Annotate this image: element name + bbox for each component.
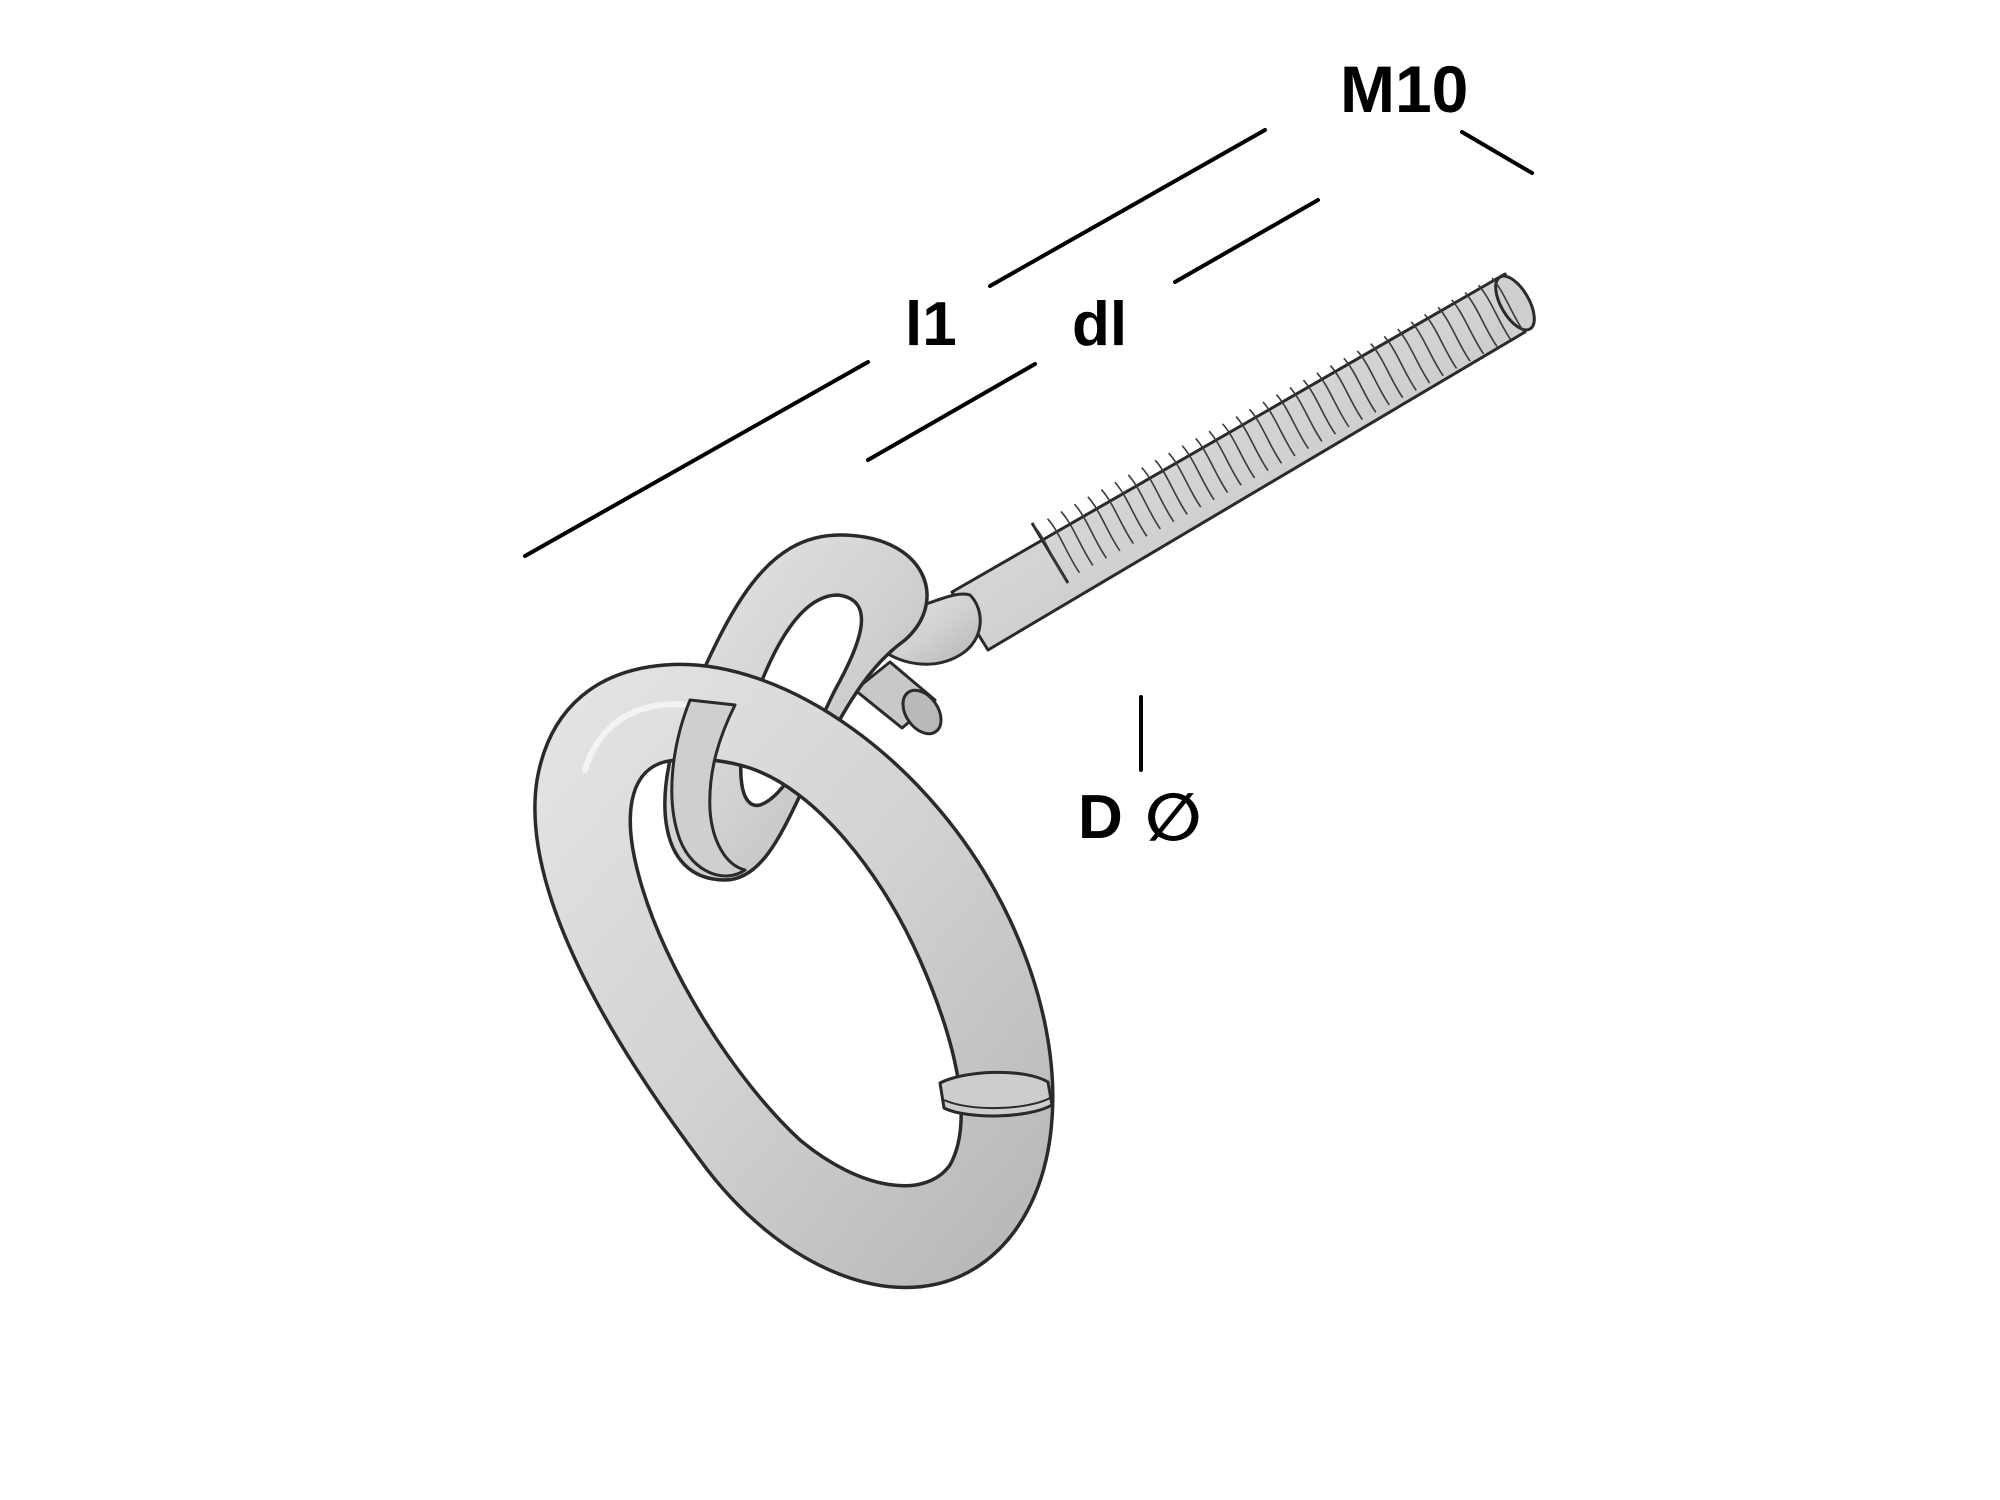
thread-ridge bbox=[1316, 372, 1350, 428]
thread-ridge bbox=[1127, 474, 1161, 530]
dimension-line-m10-leader bbox=[1460, 130, 1534, 175]
label-ring-diameter: D bbox=[1078, 783, 1123, 852]
eye-loop bbox=[663, 533, 929, 882]
thread-ridge bbox=[1060, 510, 1094, 566]
thread-ridge bbox=[1208, 430, 1242, 486]
thread-ridge bbox=[1370, 343, 1404, 399]
thread-ridge bbox=[1046, 518, 1081, 574]
thread-ridge bbox=[1302, 379, 1337, 435]
ring-highlight bbox=[582, 701, 693, 773]
eye-lug bbox=[853, 660, 943, 736]
thread-ridge bbox=[1262, 401, 1296, 457]
dimension-line-dl-left bbox=[866, 362, 1037, 462]
thread-ridge bbox=[1275, 394, 1310, 450]
thread-ridge bbox=[1477, 284, 1512, 340]
thread-ridge bbox=[1329, 364, 1364, 420]
thread-ridge bbox=[1222, 423, 1256, 479]
lug-end bbox=[901, 688, 943, 736]
thread-ridge bbox=[1195, 437, 1229, 493]
label-thread-size: M10 bbox=[1340, 52, 1468, 126]
thread-ridge bbox=[1464, 292, 1498, 348]
thread-ridge bbox=[1397, 328, 1431, 384]
thread-ridge bbox=[1383, 335, 1417, 391]
thread-ridges bbox=[1033, 277, 1525, 581]
diameter-symbol: ∅ bbox=[1145, 780, 1202, 854]
bolt-shank bbox=[950, 272, 1536, 652]
thread-ridge bbox=[1033, 525, 1067, 581]
thread-ridge bbox=[1087, 496, 1121, 552]
label-thread-length: dl bbox=[1072, 290, 1127, 359]
thread-ridge bbox=[1181, 445, 1215, 501]
dimension-line-l1-left bbox=[523, 360, 870, 558]
hanging-ring bbox=[533, 662, 1055, 1290]
shank-tip bbox=[1494, 274, 1536, 332]
dimension-line-l1-right bbox=[988, 128, 1267, 288]
thread-ridge bbox=[1356, 350, 1390, 406]
dimension-line-dl-right bbox=[1173, 198, 1320, 284]
ring-body bbox=[533, 662, 1055, 1290]
thread-ridge bbox=[1100, 488, 1135, 544]
thread-ridge bbox=[1154, 459, 1188, 515]
thread-ridge bbox=[1424, 313, 1458, 369]
thread-ridge bbox=[1437, 306, 1471, 362]
thread-ridge bbox=[1235, 416, 1269, 472]
thread-ridge bbox=[1410, 321, 1444, 377]
thread-ridge bbox=[1114, 481, 1148, 537]
eye-loop-front-segment bbox=[670, 698, 747, 878]
thread-ridge bbox=[1491, 277, 1525, 333]
bolt-eye bbox=[663, 533, 982, 882]
dimension-lines bbox=[523, 128, 1534, 772]
thread-ridge bbox=[1141, 467, 1175, 523]
thread-ridge bbox=[1248, 408, 1283, 464]
label-total-length: l1 bbox=[905, 290, 957, 359]
thread-ridge bbox=[1343, 357, 1377, 413]
thread-ridge bbox=[1451, 299, 1485, 355]
ring-weld-collar bbox=[938, 1070, 1054, 1118]
thread-ridge bbox=[1289, 386, 1323, 442]
thread-ridge bbox=[1168, 452, 1202, 508]
shank-body bbox=[950, 272, 1527, 652]
thread-ridge bbox=[1073, 503, 1108, 559]
